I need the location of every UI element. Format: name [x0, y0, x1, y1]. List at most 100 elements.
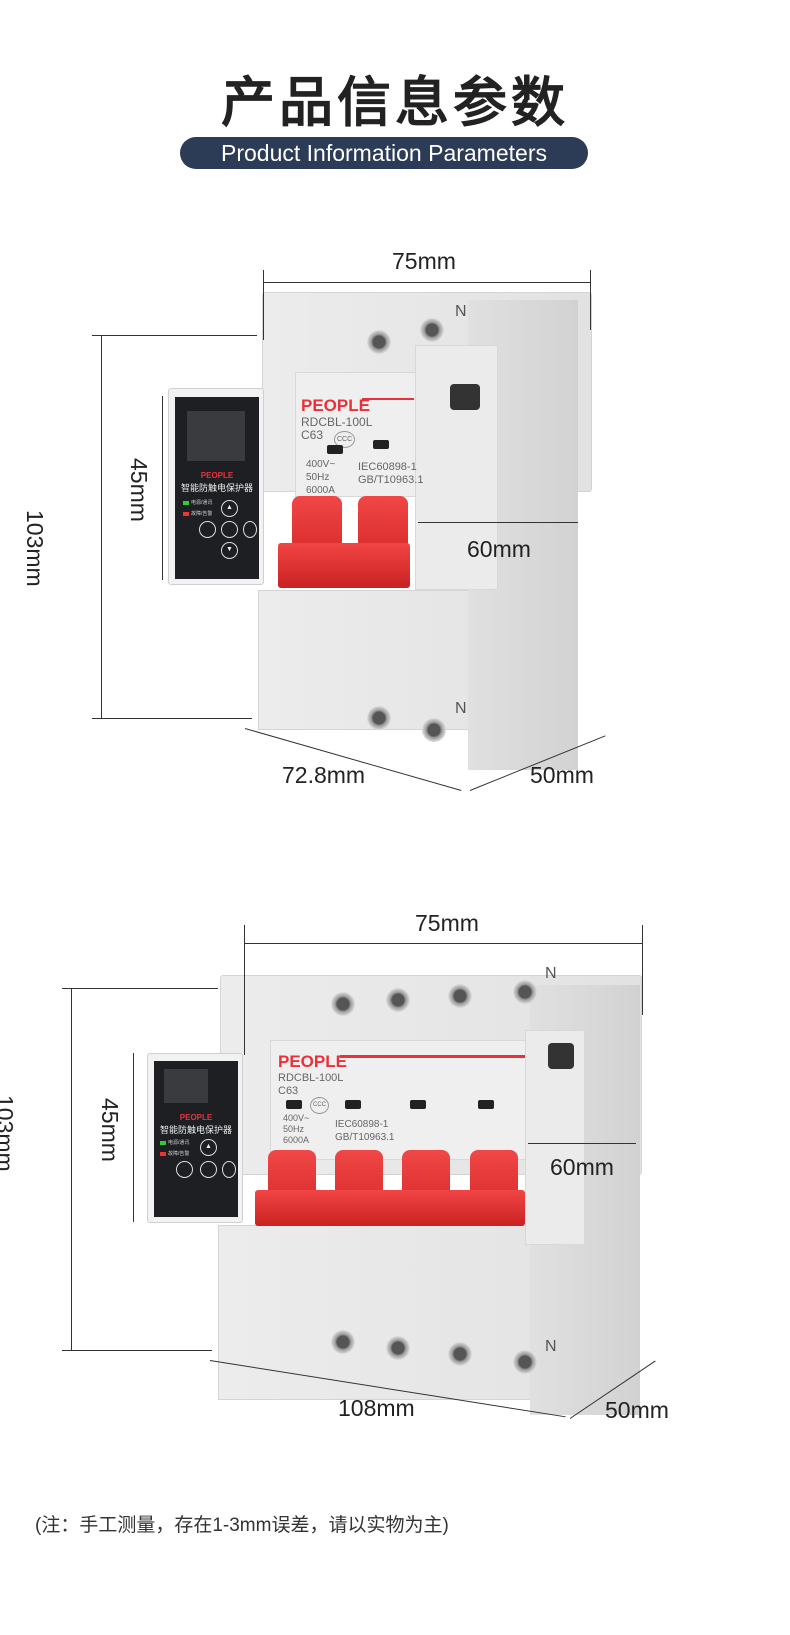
screw-icon [448, 1342, 472, 1366]
standards: IEC60898-1 GB/T10963.1 [358, 461, 423, 487]
rating-label: C63 [301, 428, 324, 442]
up-button[interactable]: ▲ [221, 500, 238, 517]
dim-line-height [71, 988, 72, 1350]
down-button[interactable]: ▼ [221, 542, 238, 559]
spec-frequency: 50Hz [306, 472, 330, 483]
neutral-mark-bottom: N [455, 700, 467, 717]
page-title: 产品信息参数 [221, 71, 569, 134]
dim-depth-front: 60mm [550, 1154, 614, 1180]
spec-voltage: 400V~ [283, 1113, 310, 1123]
led-green [183, 501, 189, 505]
handle-bar[interactable] [255, 1190, 525, 1226]
brand-label: PEOPLE [301, 396, 370, 415]
ccc-mark: CCC [334, 431, 356, 448]
split-button[interactable] [176, 1161, 193, 1178]
dim-depth: 50mm [605, 1397, 669, 1423]
module-face: PEOPLE 智能防触电保护器 电源/通讯 故障/告警 ▲ ▼ [175, 397, 259, 579]
dim-tick [590, 270, 591, 330]
model-label: RDCBL-100L [278, 1072, 344, 1084]
brand-stripe [362, 398, 414, 400]
spec-breaking: 6000A [283, 1135, 310, 1145]
label-plate [295, 372, 420, 497]
dim-line-front [418, 522, 578, 523]
dim-width: 75mm [415, 910, 479, 936]
indicator-window [286, 1100, 302, 1109]
neutral-mark-top: N [545, 965, 557, 982]
back-button[interactable] [222, 1161, 236, 1178]
dim-module-height: 45mm [126, 458, 152, 522]
spec-list: 400V~ 50Hz 6000A [306, 458, 335, 497]
dim-height: 103mm [22, 510, 48, 587]
dim-line-module [162, 396, 163, 580]
screw-icon [420, 318, 444, 342]
neutral-mark-bottom: N [545, 1338, 557, 1355]
dim-height: 103mm [0, 1095, 18, 1172]
handle-bar[interactable] [278, 543, 410, 588]
module-face: PEOPLE 智能防触电保护器 电源/通讯 故障/告警 ▲ [154, 1061, 238, 1217]
set-button[interactable] [200, 1161, 217, 1178]
led-red [183, 512, 189, 516]
dim-line-module [133, 1053, 134, 1222]
led-red-label: 故障/告警 [168, 1151, 190, 1157]
dim-tick [62, 988, 218, 989]
smart-module: PEOPLE 智能防触电保护器 电源/通讯 故障/告警 ▲ [147, 1053, 243, 1223]
measurement-note: (注：手工测量，存在1-3mm误差，请以实物为主) [35, 1515, 449, 1536]
neutral-mark-top: N [455, 303, 467, 320]
dim-length: 72.8mm [282, 762, 366, 788]
subtitle-pill: Product Information Parameters [180, 137, 588, 169]
screw-icon [386, 1336, 410, 1360]
dim-tick [642, 925, 643, 1015]
dim-depth: 50mm [530, 762, 594, 788]
rating-label: C63 [278, 1085, 299, 1097]
split-button[interactable] [199, 521, 216, 538]
led-green [160, 1141, 166, 1145]
screw-icon [331, 1330, 355, 1354]
smart-module: PEOPLE 智能防触电保护器 电源/通讯 故障/告警 ▲ ▼ [168, 388, 264, 585]
dim-tick [92, 718, 252, 719]
test-window [548, 1043, 574, 1069]
dim-line-width [244, 943, 642, 944]
standard-gb: GB/T10963.1 [358, 474, 424, 486]
back-button[interactable] [243, 521, 257, 538]
dim-tick [92, 335, 257, 336]
dim-tick [263, 270, 264, 340]
module-brand: PEOPLE [200, 471, 234, 480]
model-label: RDCBL-100L [301, 415, 373, 429]
indicator-window [478, 1100, 494, 1109]
led-red-label: 故障/告警 [191, 511, 213, 517]
dim-line-front [528, 1143, 636, 1144]
dim-tick [244, 925, 245, 1055]
set-button[interactable] [221, 521, 238, 538]
brand-stripe [340, 1055, 525, 1058]
screw-icon [513, 1350, 537, 1374]
screw-icon [367, 330, 391, 354]
led-green-label: 电源/通讯 [191, 500, 213, 506]
led-red [160, 1152, 166, 1156]
standard-gb: GB/T10963.1 [335, 1132, 395, 1143]
module-brand: PEOPLE [179, 1113, 213, 1122]
up-button[interactable]: ▲ [200, 1139, 217, 1156]
lcd-screen [187, 411, 245, 461]
spec-breaking: 6000A [306, 485, 335, 496]
standard-iec: IEC60898-1 [358, 461, 417, 473]
side-plate [415, 345, 498, 590]
dim-length: 108mm [338, 1395, 415, 1421]
led-green-label: 电源/通讯 [168, 1140, 190, 1146]
spec-voltage: 400V~ [306, 459, 336, 470]
dim-module-height: 45mm [97, 1098, 123, 1162]
spec-list: 400V~ 50Hz 6000A [283, 1113, 309, 1146]
dim-line-width [263, 282, 590, 283]
test-window [450, 384, 480, 410]
indicator-window [327, 445, 343, 454]
screw-icon [367, 706, 391, 730]
spec-frequency: 50Hz [283, 1124, 305, 1134]
screw-icon [448, 984, 472, 1008]
dim-tick [62, 1350, 212, 1351]
module-name: 智能防触电保护器 [159, 1125, 232, 1135]
screw-icon [513, 980, 537, 1004]
dim-line-height [101, 335, 102, 718]
indicator-window [410, 1100, 426, 1109]
screw-icon [422, 718, 446, 742]
indicator-window [345, 1100, 361, 1109]
screw-icon [386, 988, 410, 1012]
